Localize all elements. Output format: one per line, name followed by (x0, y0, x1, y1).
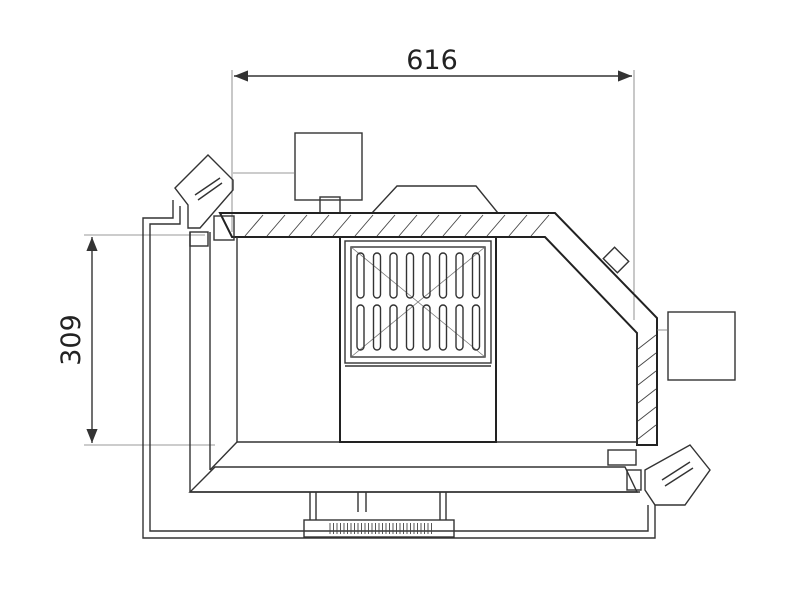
right-corner-detail (607, 449, 694, 491)
grate-slot (422, 304, 431, 351)
base-air-inlet (303, 492, 455, 538)
hatch-line (508, 214, 528, 237)
firebox (188, 232, 640, 493)
hatch-line (486, 214, 506, 237)
grate-slot (455, 252, 464, 299)
hatch-line (288, 214, 308, 237)
outer-wall-frame (142, 200, 656, 539)
hatch-line (420, 214, 440, 237)
hatch-line (637, 352, 657, 368)
height-dimension: 309 (56, 234, 215, 446)
hatch-line (244, 214, 264, 237)
height-label: 309 (56, 314, 87, 366)
width-label: 616 (406, 45, 458, 76)
hatch-line (442, 214, 462, 237)
width-dimension: 616 (231, 45, 635, 320)
back-grate (339, 236, 497, 443)
grate-slot (405, 252, 415, 299)
grate-slot (422, 252, 431, 299)
hatch-line (637, 406, 657, 422)
grate-slot (389, 252, 398, 299)
hatch-line (332, 214, 352, 237)
grate-slot (405, 304, 415, 351)
grate-slot (438, 304, 448, 351)
grate-slot (372, 252, 382, 299)
grate-slot (471, 252, 481, 299)
hatch-line (637, 424, 657, 440)
grate-slot (438, 252, 448, 299)
top-hood (370, 185, 500, 214)
hatch-line (376, 214, 396, 237)
hatch-line (310, 214, 330, 237)
hatch-line (637, 370, 657, 386)
grate-slot (389, 304, 398, 351)
hatch-line (354, 214, 374, 237)
hatch-line (266, 214, 286, 237)
grate-slot (356, 252, 365, 299)
right-corner-profile (644, 444, 711, 506)
grate-slot (372, 304, 382, 351)
left-corner-detail (189, 177, 235, 247)
top-insulation-band (218, 212, 658, 446)
hatch-line (398, 214, 418, 237)
side-connector (602, 246, 736, 381)
hatch-line (637, 388, 657, 404)
hatch-line (530, 214, 550, 237)
hatch-line (637, 334, 657, 350)
grate-slot (356, 304, 365, 351)
grate-slot (455, 304, 464, 351)
grate-slot (471, 304, 481, 351)
hatch-line (464, 214, 484, 237)
flue-connector (233, 132, 363, 214)
left-corner-profile (174, 154, 234, 229)
